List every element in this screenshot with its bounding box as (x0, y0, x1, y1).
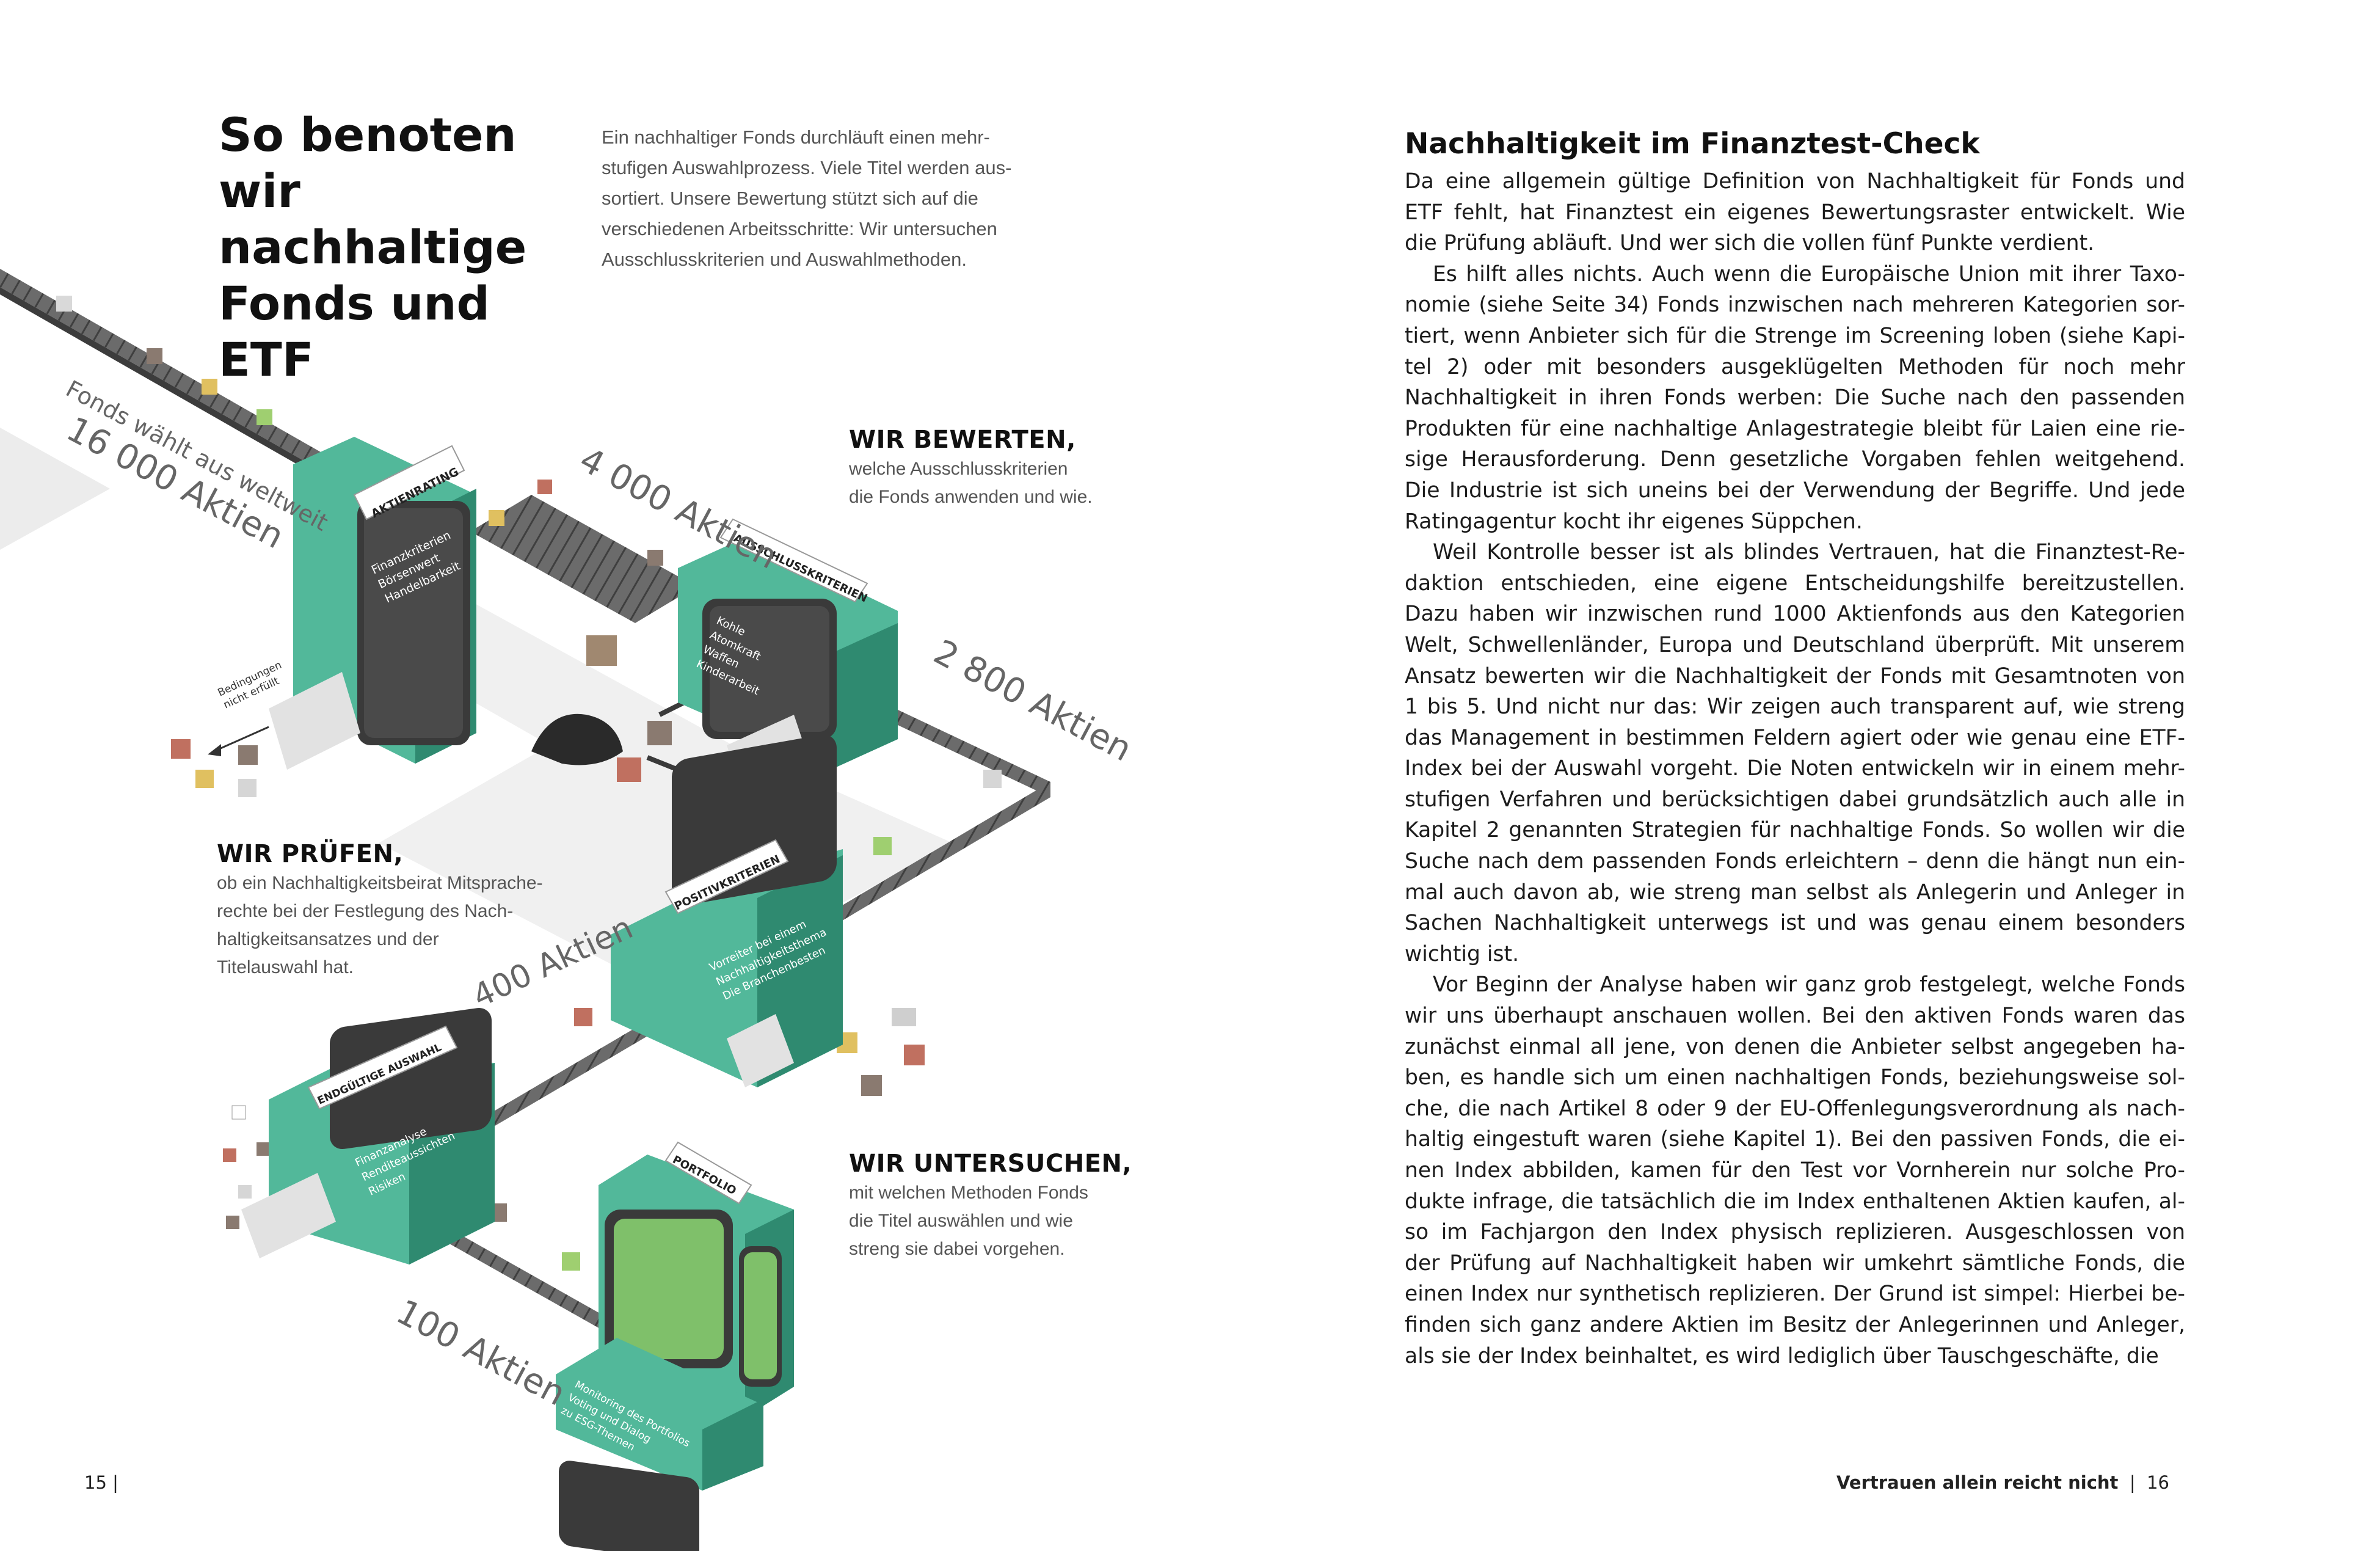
text-line: Weil Kontrolle besser ist als blindes Ve… (1433, 540, 2185, 565)
section-heading: Nachhaltigkeit im Finanztest-Check (1405, 127, 1980, 161)
running-head: Vertrauen allein reicht nicht (1836, 1472, 2119, 1493)
text-line: Ratingagentur kocht ihr eigenes Süppchen… (1405, 509, 1863, 534)
machine-portfolio: PORTFOLIO Monitoring des Portfolios Voti… (556, 1141, 794, 1551)
callout-line: mit welchen Methoden Fonds (849, 1183, 1088, 1203)
text-line: Es hilft alles nichts. Auch wenn die Eur… (1433, 261, 2185, 286)
intro-line: sortiert. Unsere Bewertung stützt sich a… (602, 188, 978, 209)
paragraph: Da eine allgemein gültige Definition von… (1405, 166, 2185, 259)
callout-line: die Titel auswählen und wie (849, 1211, 1073, 1231)
rejected-arrow (213, 726, 269, 753)
text-line: nomie (siehe Seite 34) Fonds inzwischen … (1405, 293, 2185, 318)
callout-heading: WIR BEWERTEN, (849, 426, 1076, 454)
text-line: stufigen Verfahren und berücksichtigen d… (1405, 787, 2185, 812)
callout-heading: WIR PRÜFEN, (217, 840, 404, 868)
callout-line: haltigkeitsansatzes und der (217, 929, 439, 949)
text-line: Vor Beginn der Analyse haben wir ganz gr… (1433, 973, 2185, 998)
text-line: Die Industrie ist sich uneins bei der Ve… (1405, 478, 2185, 503)
title-line: Fonds und ETF (219, 276, 490, 387)
text-line: mal auch davon ab, wie streng man selbst… (1405, 880, 2185, 905)
text-line: einen Index nur synthetisch replizieren.… (1405, 1282, 2185, 1307)
count-label: 100 Aktien (390, 1292, 572, 1414)
process-illustration: Finanzkriterien Börsenwert Handelbarkeit… (0, 269, 1138, 1551)
text-line: tiert, wenn Anbieter sich für die Streng… (1405, 323, 2185, 348)
callout-pruefen: WIR PRÜFEN, ob ein Nachhaltigkeitsbeirat… (217, 839, 583, 982)
text-line: Ansatz bewerten wir die Nachhaltigkeit d… (1405, 663, 2185, 688)
text-line: Produkten für eine nachhaltige Anlagestr… (1405, 416, 2185, 441)
title-line: nachhaltige (219, 220, 527, 274)
text-line: haltig eingestuft waren (siehe Kapitel 1… (1405, 1127, 2185, 1152)
text-line: che, die nach Artikel 8 oder 9 der EU-Of… (1405, 1096, 2185, 1121)
excluded-items (531, 635, 710, 784)
conveyor-belt (0, 269, 342, 490)
text-line: wir uns überhaupt anschauen wollen. Bei … (1405, 1004, 2185, 1029)
text-line: zunächst einmal all jene, von denen die … (1405, 1034, 2185, 1059)
paragraph: Weil Kontrolle besser ist als blindes Ve… (1405, 537, 2185, 969)
text-line: wichtig ist. (1405, 941, 1519, 966)
body-text: Da eine allgemein gültige Definition von… (1405, 166, 2185, 1371)
text-line: daktion entschieden, eine eigene Entsche… (1405, 571, 2185, 596)
callout-line: Titelauswahl hat. (217, 957, 354, 977)
text-line: Welt, Schwellenländer, Europa und Deutsc… (1405, 632, 2185, 657)
machine-aktienrating: Finanzkriterien Börsenwert Handelbarkeit… (269, 437, 476, 770)
text-line: nen Index abbilden, kamen für den Test v… (1405, 1158, 2185, 1183)
machine-positivkriterien: Vorreiter bei einem Nachhaltigkeitsthema… (611, 734, 843, 1087)
text-line: 1 bis 5. Und nicht nur das: Wir zeigen a… (1405, 695, 2185, 720)
machine-endgueltige-auswahl: Finanzanalyse Renditeaussichten Risiken … (241, 1008, 495, 1265)
callout-untersuchen: WIR UNTERSUCHEN, mit welchen Methoden Fo… (849, 1148, 1154, 1263)
footer-separator: | (2123, 1472, 2141, 1493)
callout-heading: WIR UNTERSUCHEN, (849, 1150, 1132, 1178)
floor-shadow (0, 428, 110, 550)
text-line: ben, es handle sich um einen nachhaltige… (1405, 1065, 2185, 1090)
text-line: der Prüfung auf Nachhaltigkeit haben wir… (1405, 1250, 2185, 1275)
callout-line: die Fonds anwenden und wie. (849, 487, 1093, 507)
rejected-arrow-head (208, 744, 221, 756)
callout-line: welche Ausschlusskriterien (849, 459, 1068, 479)
intro-text: Ein nachhaltiger Fonds durchläuft einen … (602, 122, 1029, 275)
text-line: so im Fachjargon den Index physisch repl… (1405, 1220, 2185, 1245)
text-line: das Management in bestimmen Feldern agie… (1405, 725, 2185, 750)
paragraph: Vor Beginn der Analyse haben wir ganz gr… (1405, 969, 2185, 1371)
text-line: Dazu haben wir inzwischen rund 1000 Akti… (1405, 602, 2185, 627)
text-line: Nachhaltigkeit in ihren Fonds werben: Di… (1405, 385, 2185, 411)
text-line: Sachen Nachhaltigkeit unterwegs ist und … (1405, 911, 2185, 936)
page-number-left: 15 | (84, 1472, 118, 1493)
text-line: ETF fehlt, hat Finanztest ein eigenes Be… (1405, 200, 2185, 225)
intro-line: Ausschlusskriterien und Auswahlmethoden. (602, 249, 967, 270)
intro-line: Ein nachhaltiger Fonds durchläuft einen … (602, 126, 990, 148)
callout-line: rechte bei der Festlegung des Nach- (217, 901, 514, 921)
intro-line: verschiedenen Arbeitsschritte: Wir unter… (602, 218, 997, 239)
text-line: Index bei der Auswahl vorgeht. Die Noten… (1405, 756, 2185, 781)
text-line: Da eine allgemein gültige Definition von… (1405, 169, 2185, 194)
page-footer-right: Vertrauen allein reicht nicht | 16 (1836, 1472, 2169, 1493)
callout-bewerten: WIR BEWERTEN, welche Ausschlusskriterien… (849, 425, 1154, 511)
page-title: So benoten wir nachhaltige Fonds und ETF (219, 107, 597, 388)
text-line: sige Herausforderung. Denn gesetzliche V… (1405, 447, 2185, 472)
text-line: Kapitel 2 genannten Strategien für nachh… (1405, 818, 2185, 843)
title-line: So benoten wir (219, 108, 517, 218)
page-number-right: 16 (2147, 1472, 2169, 1493)
callout-line: streng sie dabei vorgehen. (849, 1239, 1065, 1259)
text-line: die Prüfung abläuft. Und wer sich die vo… (1405, 231, 2095, 256)
conveyor-belt (482, 1026, 638, 1133)
text-line: dukte infrage, die tatsächlich die im In… (1405, 1189, 2185, 1214)
callout-line: ob ein Nachhaltigkeitsbeirat Mitsprache- (217, 873, 543, 893)
conveyor-belt (470, 495, 696, 623)
text-line: finden sich ganz andere Aktien im Besitz… (1405, 1312, 2185, 1337)
text-line: als sie der Index beinhaltet, es wird le… (1405, 1343, 2159, 1368)
stock-cubes (56, 296, 1002, 1271)
paragraph: Es hilft alles nichts. Auch wenn die Eur… (1405, 259, 2185, 537)
intro-line: stufigen Auswahlprozess. Viele Titel wer… (602, 157, 1012, 178)
text-line: tel 2) oder mit besonders ausgeklügelten… (1405, 354, 2185, 379)
text-line: Suche nach dem passenden Fonds erleichte… (1405, 849, 2185, 874)
